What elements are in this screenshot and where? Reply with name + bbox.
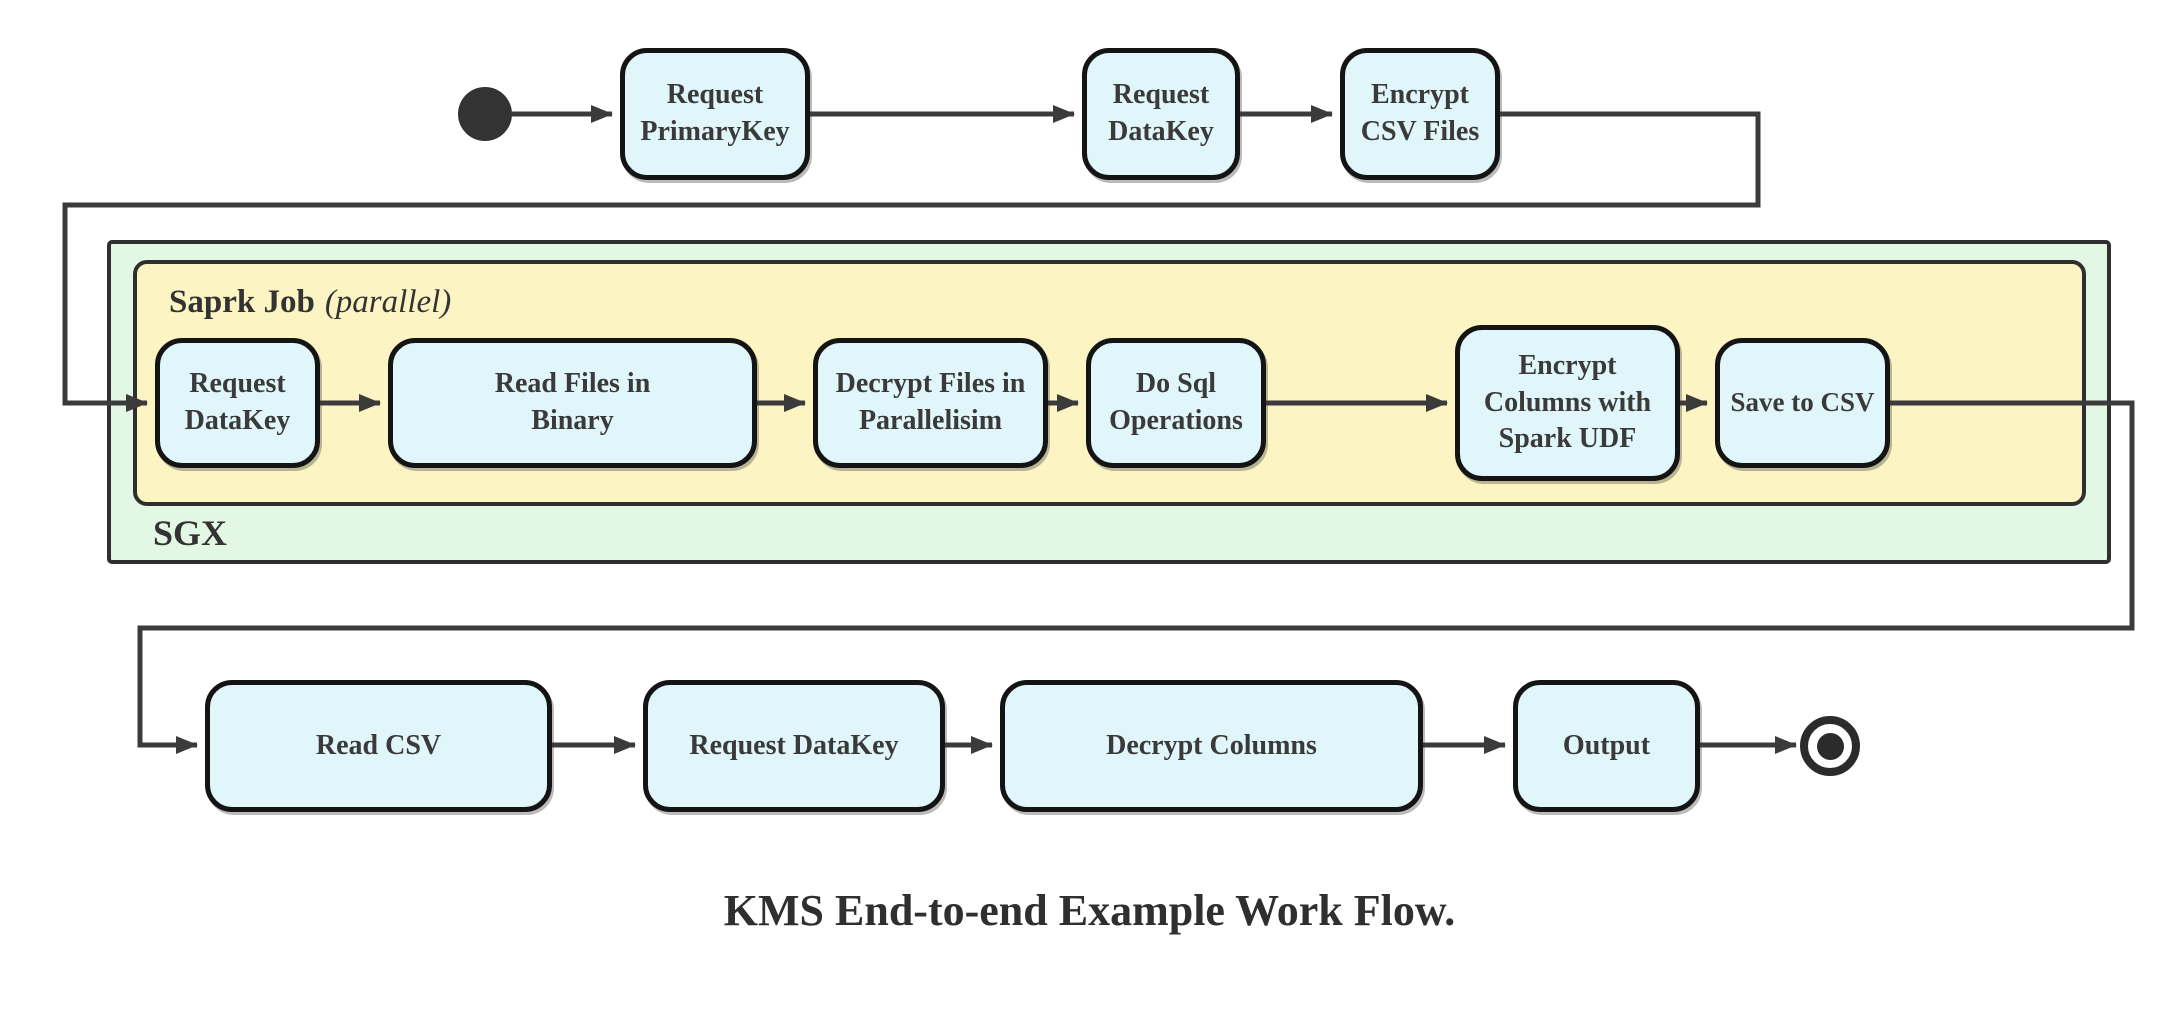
node-decrypt-files-parallel: Decrypt Files in Parallelisim <box>813 338 1048 468</box>
node-decrypt-columns: Decrypt Columns <box>1000 680 1423 812</box>
connector-encrypt-csv-to-sgx-request-datakey <box>62 111 1761 412</box>
node-output: Output <box>1513 680 1700 812</box>
node-request-datakey-bottom: Request DataKey <box>643 680 945 812</box>
connector-save-csv-to-read-csv <box>137 400 2135 754</box>
node-encrypt-csv-files: Encrypt CSV Files <box>1340 48 1500 180</box>
end-state-icon <box>1800 716 1860 776</box>
end-state-dot <box>1816 732 1844 760</box>
node-read-csv: Read CSV <box>205 680 552 812</box>
spark-job-label-bold: Saprk Job <box>169 284 315 320</box>
node-request-primarykey: Request PrimaryKey <box>620 48 810 180</box>
node-read-files-in-binary: Read Files in Binary <box>388 338 757 468</box>
node-save-to-csv: Save to CSV <box>1715 338 1890 468</box>
node-request-datakey-top: Request DataKey <box>1082 48 1240 180</box>
spark-job-label: Saprk Job(parallel) <box>169 284 451 321</box>
node-request-datakey-sgx: Request DataKey <box>155 338 320 468</box>
node-encrypt-columns-udf: Encrypt Columns with Spark UDF <box>1455 325 1680 481</box>
node-do-sql-operations: Do Sql Operations <box>1086 338 1266 468</box>
sgx-label: SGX <box>153 513 228 553</box>
diagram-caption: KMS End-to-end Example Work Flow. <box>723 886 1456 935</box>
start-state-icon <box>458 87 512 141</box>
spark-job-label-italic: (parallel) <box>324 284 452 320</box>
